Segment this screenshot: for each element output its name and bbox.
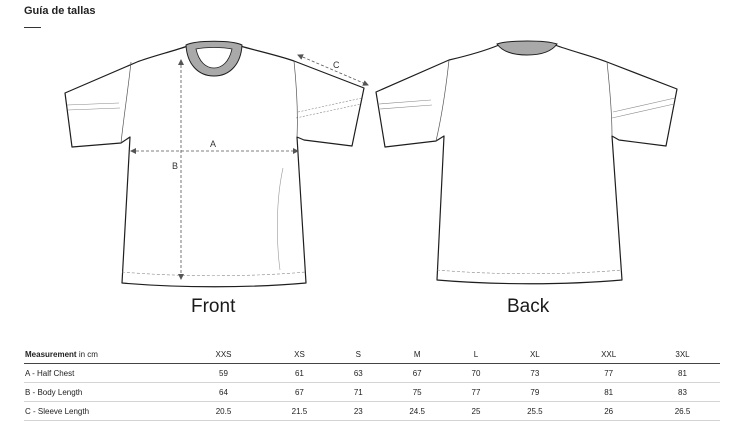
table-cell: 24.5 bbox=[379, 401, 455, 421]
size-header-xl: XL bbox=[497, 345, 573, 364]
measurement-header: Measurement in cm bbox=[24, 345, 185, 364]
table-cell: 81 bbox=[572, 382, 646, 402]
size-header-xs: XS bbox=[262, 345, 337, 364]
table-header-row: Measurement in cm XXS XS S M L XL XXL 3X… bbox=[24, 345, 720, 364]
size-header-m: M bbox=[379, 345, 455, 364]
back-tshirt-drawing bbox=[375, 40, 678, 285]
table-cell: 21.5 bbox=[262, 401, 337, 421]
table-cell: 70 bbox=[454, 363, 498, 383]
table-cell: 83 bbox=[645, 382, 720, 402]
table-cell: 61 bbox=[262, 363, 337, 383]
size-header-xxl: XXL bbox=[572, 345, 646, 364]
dimension-label-c: C bbox=[333, 60, 340, 70]
table-cell: 81 bbox=[645, 363, 720, 383]
page-title: Guía de tallas bbox=[24, 5, 96, 17]
measurement-header-unit: in cm bbox=[78, 349, 98, 359]
table-cell: 73 bbox=[497, 363, 573, 383]
table-cell: 71 bbox=[336, 382, 380, 402]
table-cell: 67 bbox=[262, 382, 337, 402]
table-cell: 64 bbox=[185, 382, 262, 402]
table-cell: 77 bbox=[454, 382, 498, 402]
table-cell: 23 bbox=[336, 401, 380, 421]
table-cell: 59 bbox=[185, 363, 262, 383]
back-collar bbox=[496, 40, 558, 56]
row-label: B - Body Length bbox=[24, 382, 185, 402]
tshirt-illustrations: A B C bbox=[64, 40, 678, 288]
table-cell: 25.5 bbox=[497, 401, 573, 421]
row-label: A - Half Chest bbox=[24, 363, 185, 383]
size-header-s: S bbox=[336, 345, 380, 364]
table-cell: 79 bbox=[497, 382, 573, 402]
table-cell: 67 bbox=[379, 363, 455, 383]
size-header-xxs: XXS bbox=[185, 345, 262, 364]
back-view-label: Back bbox=[507, 296, 550, 317]
size-header-l: L bbox=[454, 345, 498, 364]
table-cell: 26.5 bbox=[645, 401, 720, 421]
table-row-sleeve-length: C - Sleeve Length 20.5 21.5 23 24.5 25 2… bbox=[24, 401, 720, 421]
dimension-label-b: B bbox=[172, 161, 178, 171]
title-underline bbox=[24, 27, 41, 28]
front-view-label: Front bbox=[191, 296, 236, 317]
table-cell: 77 bbox=[572, 363, 646, 383]
row-label: C - Sleeve Length bbox=[24, 401, 185, 421]
measurement-header-label: Measurement bbox=[25, 349, 77, 359]
table-row-half-chest: A - Half Chest 59 61 63 67 70 73 77 81 bbox=[24, 363, 720, 383]
table-row-body-length: B - Body Length 64 67 71 75 77 79 81 83 bbox=[24, 382, 720, 402]
table-cell: 20.5 bbox=[185, 401, 262, 421]
table-cell: 26 bbox=[572, 401, 646, 421]
table-cell: 63 bbox=[336, 363, 380, 383]
dimension-label-a: A bbox=[210, 139, 216, 149]
front-tshirt-drawing: A B C bbox=[64, 40, 369, 288]
size-chart-table: Measurement in cm XXS XS S M L XL XXL 3X… bbox=[24, 345, 720, 421]
sleeve-length-line bbox=[297, 54, 369, 86]
size-header-3xl: 3XL bbox=[645, 345, 720, 364]
table-cell: 25 bbox=[454, 401, 498, 421]
table-cell: 75 bbox=[379, 382, 455, 402]
